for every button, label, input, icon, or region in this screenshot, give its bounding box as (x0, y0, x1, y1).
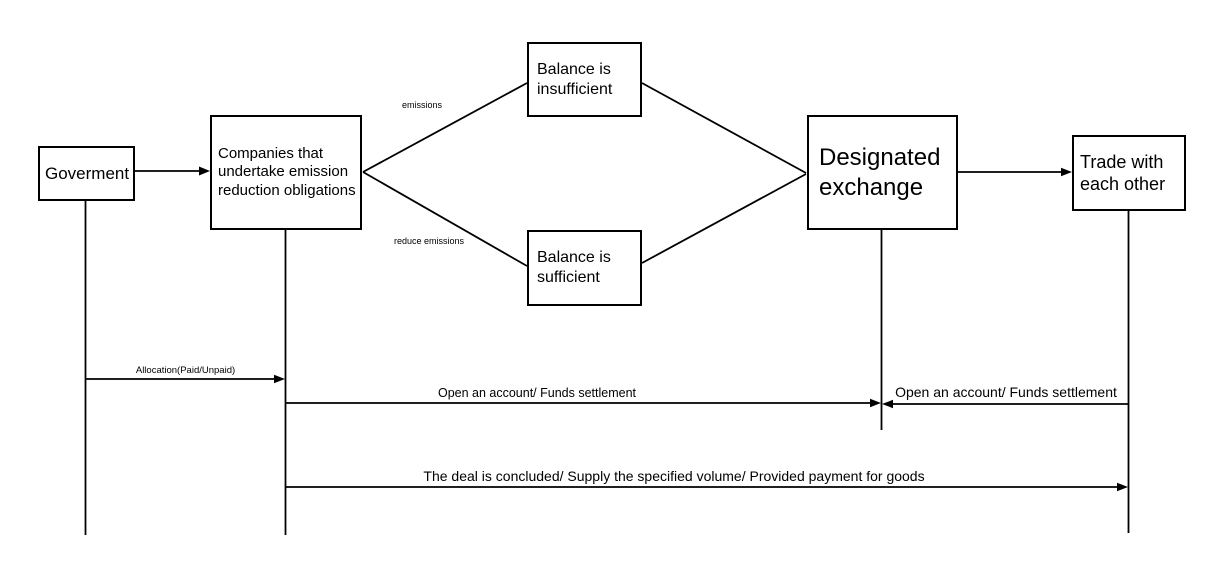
edge-label-deal: The deal is concluded/ Supply the specif… (423, 468, 925, 484)
edge-companies-sufficient (362, 171, 528, 267)
edge-label-emissions: emissions (402, 100, 443, 110)
arrowhead-government-companies (199, 166, 210, 176)
edge-sufficient-designated (641, 173, 807, 264)
node-companies-label: Companies that undertake emission reduct… (218, 144, 356, 199)
edge-label-open-account-left: Open an account/ Funds settlement (437, 386, 637, 400)
node-government: Goverment (38, 146, 135, 201)
node-designated-exchange-label: Designated exchange (819, 144, 941, 201)
edge-label-allocation: Allocation(Paid/Unpaid) (135, 365, 236, 376)
node-balance-sufficient: Balance is sufficient (527, 230, 642, 306)
edge-insufficient-designated (641, 82, 807, 174)
node-designated-exchange: Designated exchange (807, 115, 958, 230)
edge-label-open-account-right: Open an account/ Funds settlement (895, 384, 1117, 400)
node-balance-sufficient-label: Balance is sufficient (537, 249, 611, 286)
arrowhead-open-account-right (882, 399, 893, 409)
arrowhead-open-account-left (870, 398, 881, 408)
arrowhead-deal (1117, 482, 1128, 492)
node-trade-with-each-other: Trade with each other (1072, 135, 1186, 211)
node-companies: Companies that undertake emission reduct… (210, 115, 362, 230)
node-balance-insufficient-label: Balance is insufficient (537, 60, 613, 98)
node-balance-insufficient: Balance is insufficient (527, 42, 642, 117)
edge-label-reduce-emissions: reduce emissions (394, 236, 465, 246)
edge-companies-insufficient (362, 82, 528, 173)
arrowhead-designated-trade (1061, 167, 1072, 177)
arrowhead-allocation (274, 374, 285, 384)
node-trade-with-each-other-label: Trade with each other (1080, 151, 1166, 195)
node-government-label: Goverment (45, 163, 130, 183)
